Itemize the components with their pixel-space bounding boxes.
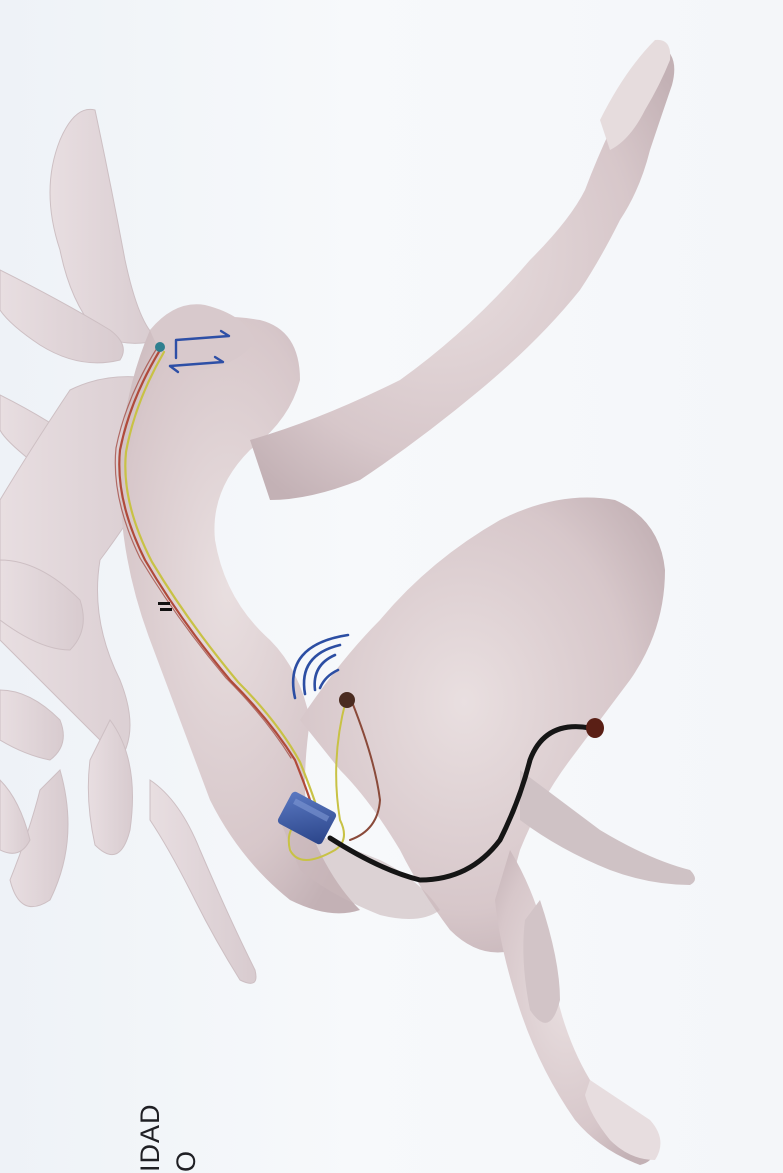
caption-line-2: O	[168, 1103, 204, 1172]
electrode-node	[155, 342, 165, 352]
caption: IDAD O	[112, 1022, 192, 1173]
knee-electrode	[586, 718, 604, 738]
human-figure	[120, 40, 695, 1165]
caption-text: IDAD O	[132, 1103, 204, 1172]
sensor-node	[339, 692, 355, 708]
caption-line-1: IDAD	[132, 1103, 168, 1172]
